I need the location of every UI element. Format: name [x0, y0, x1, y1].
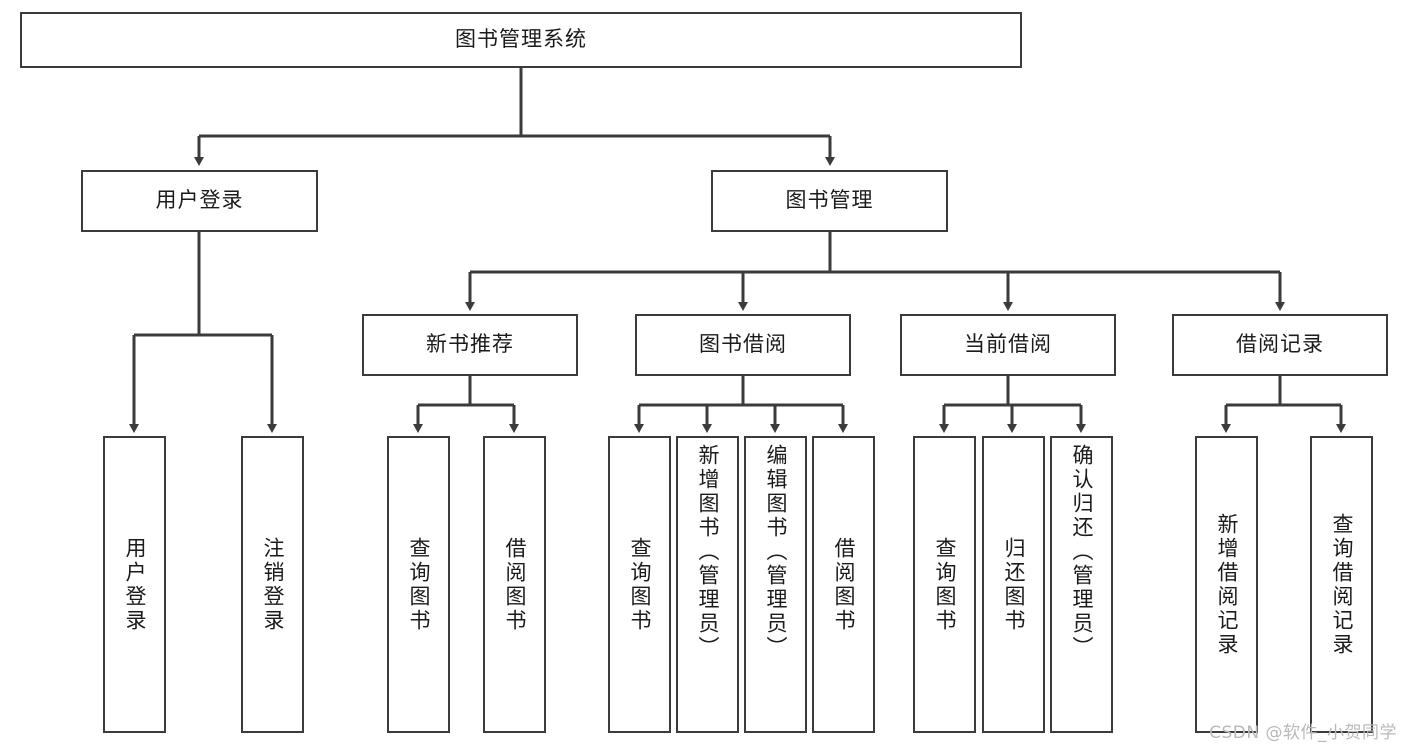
node-borrow-record[interactable]: 借阅记录: [1172, 314, 1388, 376]
leaf-edit-book-admin[interactable]: 编辑图书（管理员）: [744, 436, 807, 733]
leaf-borrow-book-new-recommend[interactable]: 借阅图书: [483, 436, 546, 733]
node-label: 借阅图书: [832, 536, 856, 633]
node-root-book-management-system[interactable]: 图书管理系统: [20, 12, 1022, 68]
leaf-add-book-admin[interactable]: 新增图书（管理员）: [676, 436, 739, 733]
leaf-user-login[interactable]: 用户登录: [103, 436, 166, 733]
node-label: 借阅图书: [503, 536, 527, 633]
leaf-confirm-return-admin[interactable]: 确认归还（管理员）: [1050, 436, 1113, 733]
node-label: 查询图书: [407, 536, 431, 633]
node-book-borrow[interactable]: 图书借阅: [635, 314, 851, 376]
node-user-login[interactable]: 用户登录: [81, 170, 318, 232]
node-label: 借阅记录: [1236, 332, 1324, 357]
leaf-query-book-borrow[interactable]: 查询图书: [608, 436, 671, 733]
node-label: 用户登录: [123, 536, 147, 633]
node-label: 编辑图书（管理员）: [764, 444, 788, 660]
node-current-borrow[interactable]: 当前借阅: [900, 314, 1116, 376]
leaf-query-borrow-record[interactable]: 查询借阅记录: [1310, 436, 1373, 733]
node-label: 注销登录: [261, 536, 285, 633]
node-label: 确认归还（管理员）: [1070, 444, 1094, 660]
node-label: 新增借阅记录: [1215, 512, 1239, 657]
leaf-return-book[interactable]: 归还图书: [982, 436, 1045, 733]
node-label: 图书借阅: [699, 332, 787, 357]
node-label: 查询图书: [933, 536, 957, 633]
node-book-management[interactable]: 图书管理: [711, 170, 948, 232]
leaf-logout[interactable]: 注销登录: [241, 436, 304, 733]
node-new-book-recommend[interactable]: 新书推荐: [362, 314, 578, 376]
leaf-query-book-current[interactable]: 查询图书: [913, 436, 976, 733]
node-label: 当前借阅: [964, 332, 1052, 357]
leaf-query-book-new-recommend[interactable]: 查询图书: [387, 436, 450, 733]
leaf-borrow-book[interactable]: 借阅图书: [812, 436, 875, 733]
node-label: 新书推荐: [426, 332, 514, 357]
node-label: 用户登录: [155, 188, 244, 213]
node-label: 归还图书: [1002, 536, 1026, 633]
leaf-add-borrow-record[interactable]: 新增借阅记录: [1195, 436, 1258, 733]
node-label: 图书管理: [785, 188, 874, 213]
node-label: 查询借阅记录: [1330, 512, 1354, 657]
node-label: 查询图书: [628, 536, 652, 633]
node-label: 新增图书（管理员）: [696, 444, 720, 660]
node-label: 图书管理系统: [455, 27, 587, 52]
